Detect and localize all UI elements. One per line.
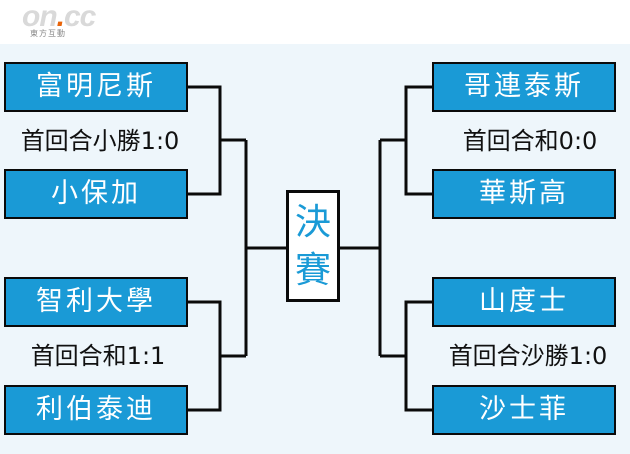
team-box-u-chile: 智利大學 — [4, 277, 188, 327]
logo-wordmark: on.cc — [22, 0, 96, 33]
oncc-logo: on.cc 東方互動 — [22, 2, 96, 40]
result-left-top: 首回合小勝1:0 — [20, 127, 180, 155]
team-box-velez: 沙士菲 — [432, 385, 616, 435]
team-box-santos: 山度士 — [432, 277, 616, 327]
result-right-top: 首回合和0:0 — [462, 127, 598, 155]
team-box-fluminense: 富明尼斯 — [4, 62, 188, 112]
final-box: 決 賽 — [286, 190, 340, 302]
team-box-boca: 小保加 — [4, 169, 188, 219]
final-label-line2: 賽 — [294, 250, 331, 291]
final-label-line1: 決 — [294, 202, 331, 243]
team-box-vasco: 華斯高 — [432, 169, 616, 219]
logo-subtitle: 東方互動 — [30, 29, 66, 38]
team-box-libertad: 利伯泰迪 — [4, 385, 188, 435]
result-right-bottom: 首回合沙勝1:0 — [448, 342, 608, 370]
team-box-corinthians: 哥連泰斯 — [432, 62, 616, 112]
result-left-bottom: 首回合和1:1 — [30, 342, 166, 370]
